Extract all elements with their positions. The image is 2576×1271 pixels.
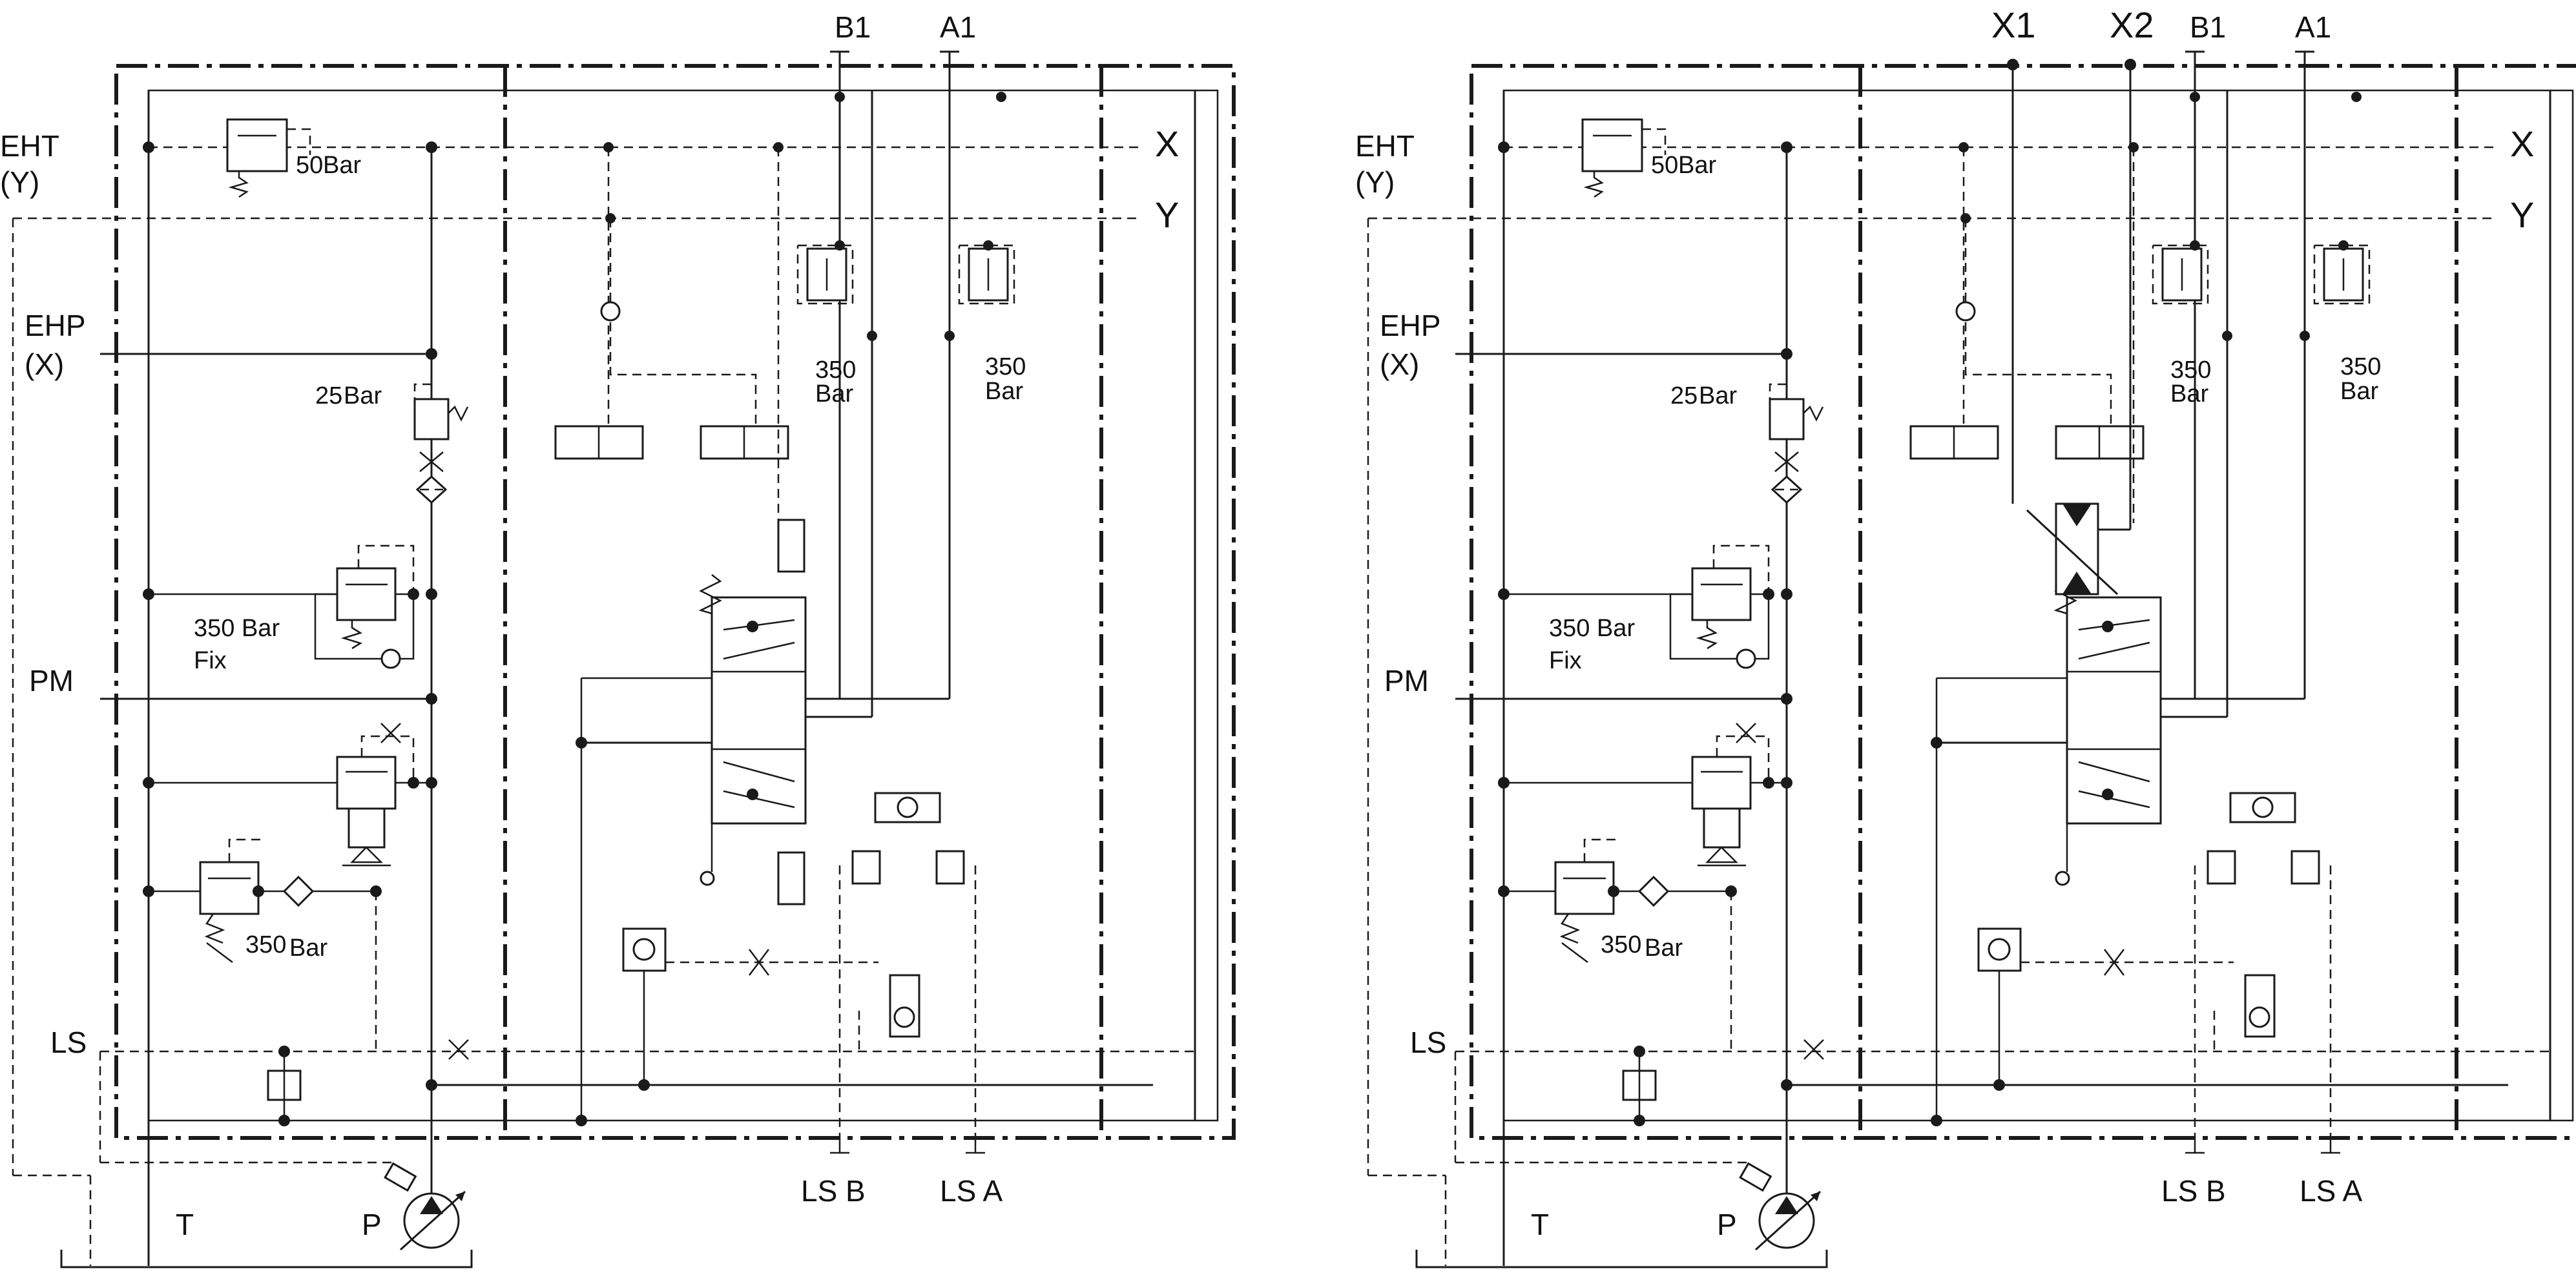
right-label-lsb: LS B	[2161, 1174, 2226, 1208]
right-relief-350-fix-note: Fix	[1549, 647, 1582, 674]
right-label-ehp: EHP	[1380, 309, 1441, 342]
right-port-a1: A1	[2295, 10, 2331, 44]
left-port-relief-a-unit: Bar	[985, 378, 1023, 405]
right-label-lsa: LS A	[2300, 1174, 2363, 1208]
right-label-t: T	[1531, 1208, 1549, 1241]
right-relief-350-fix: 350 Bar	[1549, 615, 1635, 642]
right-label-p: P	[1717, 1208, 1737, 1241]
left-label-ls: LS	[50, 1026, 87, 1059]
left-label-p: P	[362, 1208, 382, 1241]
left-label-t: T	[176, 1208, 194, 1241]
left-port-b1: B1	[835, 10, 871, 44]
left-port-x: X	[1155, 123, 1179, 164]
right-port-y: Y	[2510, 194, 2534, 235]
right-label-pm: PM	[1384, 664, 1429, 698]
left-label-eht: EHT	[0, 129, 59, 163]
left-label-eht-y: (Y)	[0, 165, 39, 199]
left-relief-25-unit: Bar	[344, 382, 382, 409]
right-port-relief-b-unit: Bar	[2170, 380, 2208, 408]
left-relief-25-value: 25	[315, 382, 342, 409]
right-relief-50-unit: Bar	[1678, 152, 1716, 179]
left-relief-350-fix: 350 Bar	[194, 615, 280, 642]
left-port-y: Y	[1155, 194, 1179, 235]
right-circuit: X Y X1 X2 B1 A1 EHT (Y) EHP (X) PM LS T …	[1355, 5, 2576, 1267]
left-relief-50-value: 50	[296, 152, 323, 179]
right-relief-350-adj-unit: Bar	[1645, 935, 1683, 962]
left-relief-350-adj-value: 350	[245, 931, 286, 958]
right-port-x1: X1	[1991, 5, 2036, 45]
left-port-relief-a-value: 350	[985, 353, 1026, 380]
right-label-ehp-x: (X)	[1380, 347, 1419, 381]
left-spool-actuator-bottom	[777, 851, 805, 905]
left-label-lsb: LS B	[801, 1174, 866, 1208]
right-port-x2: X2	[2110, 5, 2154, 45]
left-label-pm: PM	[29, 664, 74, 698]
left-label-ehp-x: (X)	[25, 347, 64, 381]
right-port-b1: B1	[2190, 10, 2226, 44]
left-label-lsa: LS A	[940, 1174, 1003, 1208]
right-label-eht-y: (Y)	[1355, 165, 1395, 199]
left-port-relief-b-value: 350	[815, 356, 856, 384]
left-port-a1: A1	[940, 10, 976, 44]
right-label-eht: EHT	[1355, 129, 1415, 163]
left-relief-50-unit: Bar	[323, 152, 361, 179]
left-circuit: X Y B1 A1 EHT (Y) EHP (X) PM LS T P LS B…	[0, 10, 1234, 1267]
left-spool-actuator	[777, 519, 805, 573]
right-port-x: X	[2510, 123, 2534, 164]
left-relief-350-adj-unit: Bar	[289, 935, 327, 962]
left-port-relief-b-unit: Bar	[815, 380, 853, 408]
right-relief-25-value: 25	[1670, 382, 1698, 409]
right-port-relief-a-value: 350	[2340, 353, 2381, 380]
right-port-relief-a-unit: Bar	[2340, 378, 2378, 405]
right-relief-25-unit: Bar	[1699, 382, 1737, 409]
right-port-relief-b-value: 350	[2170, 356, 2211, 384]
left-label-ehp: EHP	[25, 309, 86, 342]
right-label-ls: LS	[1410, 1026, 1446, 1059]
right-relief-50-value: 50	[1651, 152, 1678, 179]
left-relief-350-fix-note: Fix	[194, 647, 227, 674]
right-relief-350-adj-value: 350	[1601, 931, 1641, 958]
